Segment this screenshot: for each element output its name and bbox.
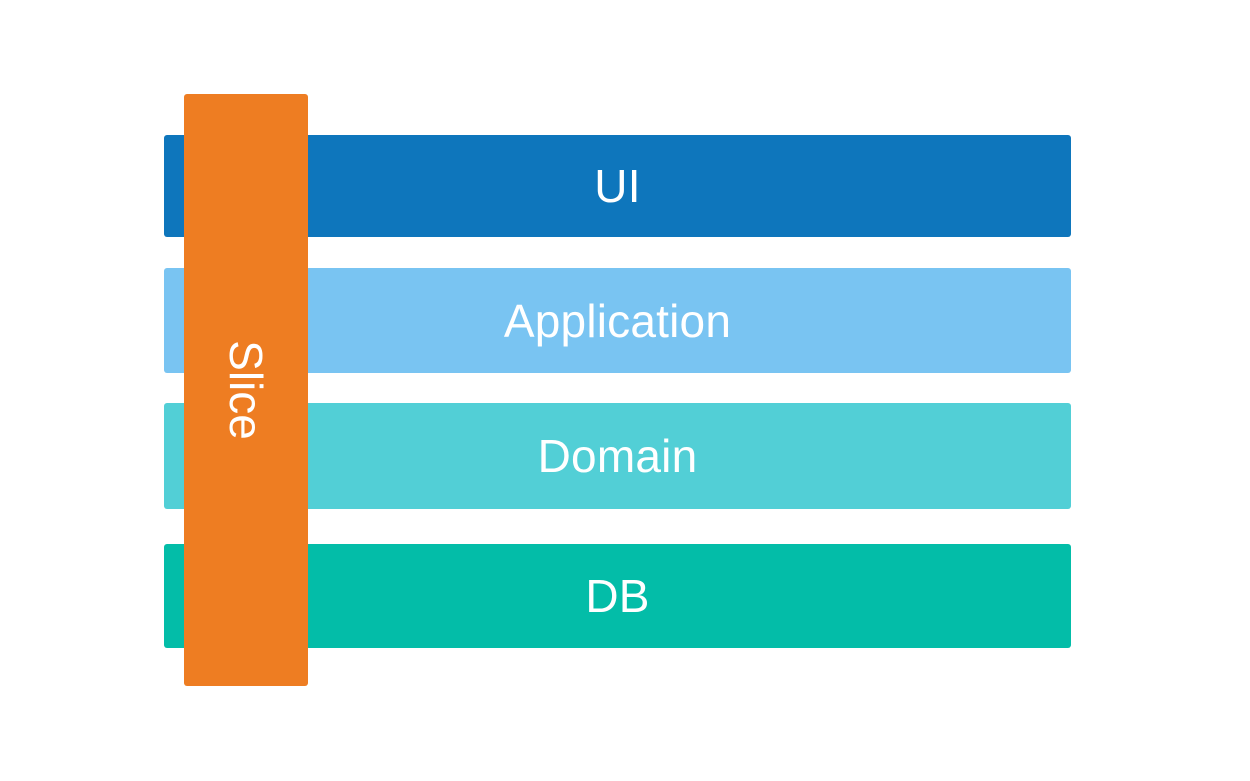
layer-label-ui: UI [594, 160, 641, 212]
layer-label-application: Application [503, 294, 732, 347]
layer-bar-db: DB [164, 544, 1071, 648]
layer-label-domain: Domain [537, 430, 698, 482]
layer-bar-ui: UI [164, 135, 1071, 237]
layer-bar-domain: Domain [164, 403, 1071, 509]
layer-bar-application: Application [164, 268, 1071, 373]
vertical-slice-bar: Slice [184, 94, 308, 686]
vertical-slice-label: Slice [220, 340, 272, 440]
layer-label-db: DB [585, 570, 650, 622]
